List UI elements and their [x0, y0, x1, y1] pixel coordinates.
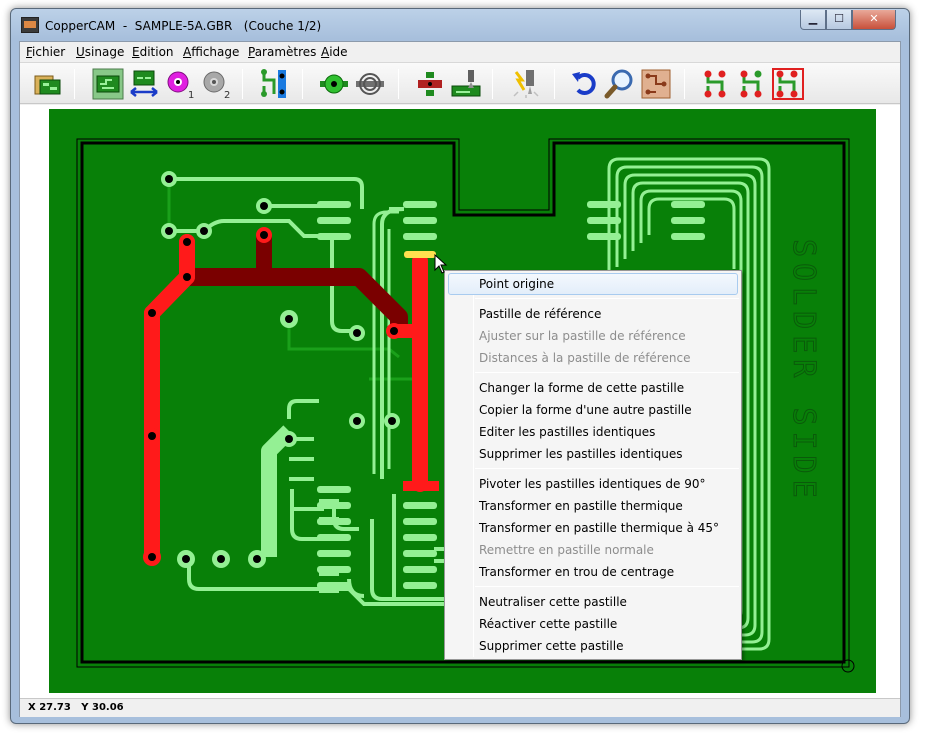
menu-separator [475, 372, 739, 373]
toolbar: 1 2 [20, 62, 900, 104]
menu-copier-forme[interactable]: Copier la forme d'une autre pastille [479, 403, 692, 417]
app-icon[interactable] [21, 17, 39, 33]
menu-supprimer-identiques[interactable]: Supprimer les pastilles identiques [479, 447, 683, 461]
toolbar-separator [492, 69, 493, 99]
route-1-icon[interactable] [700, 68, 732, 100]
drill-2-icon[interactable]: 2 [200, 68, 232, 100]
menu-thermique[interactable]: Transformer en pastille thermique [479, 499, 683, 513]
board-outline-offset [76, 138, 850, 668]
close-button[interactable]: ✕ [852, 10, 896, 30]
menu-ajuster-reference[interactable]: Ajuster sur la pastille de référence [479, 329, 686, 343]
toolbar-separator [302, 69, 303, 99]
maximize-button[interactable]: ☐ [826, 10, 852, 30]
origin-marker [841, 659, 855, 673]
track-icon[interactable] [258, 68, 290, 100]
drill-1-label: 1 [188, 90, 194, 100]
dark-tracks [167, 179, 419, 381]
menu-neutraliser[interactable]: Neutraliser cette pastille [479, 595, 627, 609]
menu-supprimer-pastille[interactable]: Supprimer cette pastille [479, 639, 624, 653]
mirror-icon[interactable] [128, 68, 160, 100]
route-3-icon[interactable] [772, 68, 804, 100]
open-icon[interactable] [32, 68, 64, 100]
zoom-icon[interactable] [604, 68, 636, 100]
menu-changer-forme[interactable]: Changer la forme de cette pastille [479, 381, 685, 395]
menu-separator [475, 298, 739, 299]
smd-pads [317, 201, 705, 589]
board-layout-icon[interactable] [640, 68, 672, 100]
menu-reactiver[interactable]: Réactiver cette pastille [479, 617, 618, 631]
minimize-button[interactable]: ▁ [800, 10, 826, 30]
machining-icon[interactable] [450, 68, 482, 100]
drill-1-icon[interactable]: 1 [164, 68, 196, 100]
menu-pastille-normale[interactable]: Remettre en pastille normale [479, 543, 654, 557]
menu-parametres[interactable]: Paramètres [248, 45, 317, 59]
toolbar-separator [242, 69, 243, 99]
menu-affichage[interactable]: Affichage [183, 45, 240, 59]
menu-separator [475, 586, 739, 587]
menu-point-origine[interactable]: Point origine [448, 273, 738, 295]
drill-2-label: 2 [224, 90, 230, 100]
menu-thermique-45[interactable]: Transformer en pastille thermique à 45° [479, 521, 720, 535]
menu-bar: Fichier Usinage Edition Affichage Paramè… [20, 42, 900, 62]
pad-icon[interactable] [318, 68, 350, 100]
menu-gutter [473, 273, 474, 657]
silkscreen-text: SOLDER SIDE [786, 239, 821, 504]
board-outline [80, 141, 846, 664]
pad-context-menu: Point origine Pastille de référence Ajus… [444, 270, 742, 660]
status-bar: X 27.73 Y 30.06 [20, 698, 900, 717]
toolbar-separator [554, 69, 555, 99]
board-view-icon[interactable] [92, 68, 124, 100]
through-hole-pads [143, 171, 402, 568]
contour-icon[interactable] [414, 68, 446, 100]
window-title: CopperCAM - SAMPLE-5A.GBR (Couche 1/2) [45, 19, 322, 33]
pad-hollow-icon[interactable] [354, 68, 386, 100]
menu-fichier[interactable]: Fichier [26, 45, 66, 59]
toolbar-separator [398, 69, 399, 99]
title-bar[interactable]: CopperCAM - SAMPLE-5A.GBR (Couche 1/2) ▁… [11, 9, 909, 41]
menu-aide[interactable]: Aide [321, 45, 348, 59]
menu-separator [475, 468, 739, 469]
menu-usinage[interactable]: Usinage [76, 45, 125, 59]
toolbar-separator [74, 69, 75, 99]
trace-bundle [604, 157, 771, 651]
selected-pad [403, 481, 439, 491]
menu-pivoter-90[interactable]: Pivoter les pastilles identiques de 90° [479, 477, 706, 491]
route-2-icon[interactable] [736, 68, 768, 100]
menu-distances-reference[interactable]: Distances à la pastille de référence [479, 351, 691, 365]
mouse-cursor-icon [434, 254, 448, 274]
undo-icon[interactable] [568, 68, 600, 100]
center-bus [372, 210, 399, 474]
menu-trou-centrage[interactable]: Transformer en trou de centrage [479, 565, 675, 579]
cursor-coordinates: X 27.73 Y 30.06 [28, 702, 124, 713]
menu-pastille-reference[interactable]: Pastille de référence [479, 307, 602, 321]
menu-editer-identiques[interactable]: Editer les pastilles identiques [479, 425, 656, 439]
toolbar-separator [684, 69, 685, 99]
highlighted-pad [404, 251, 436, 258]
menu-edition[interactable]: Edition [132, 45, 174, 59]
spark-icon[interactable] [510, 68, 542, 100]
